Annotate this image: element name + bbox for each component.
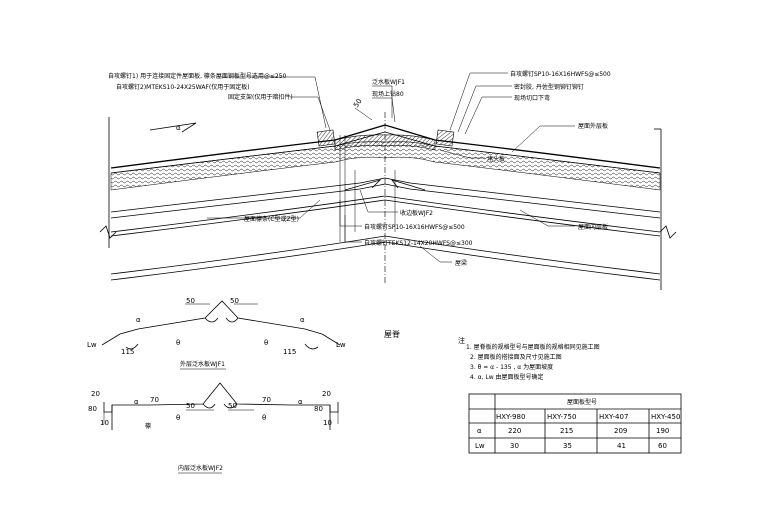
label-field-cut: 现场切口下弯 — [514, 94, 550, 102]
inner-dim-20-left: 20 — [91, 390, 100, 398]
label-screw-top-left-2: 自攻螺钉2)MTEKS10-24X25WAF(仅用于固定板) — [116, 83, 250, 91]
inner-flashing-right — [390, 179, 426, 191]
slope-alpha-label: α — [176, 124, 181, 132]
outer-roof-panel — [110, 124, 661, 169]
break-mark-left — [99, 225, 117, 239]
note-4: 4. α, Lw 由屋面板型号确定 — [470, 373, 544, 381]
table-col-2: HXY-750 — [547, 413, 576, 421]
table-cell: 30 — [510, 442, 519, 450]
notes-block: 注 1. 屋脊板的规格型号与屋面板的规格相同见施工图 2. 屋面板的搭接面及尺寸… — [458, 336, 600, 381]
inner-dim-70-left: 70 — [150, 396, 159, 404]
inner-alpha-right: α — [298, 398, 303, 406]
table-col-4: HXY-450 — [651, 413, 680, 421]
table-row-alpha-label: α — [477, 427, 482, 435]
inner-theta-right: θ — [262, 414, 266, 422]
inner-dim-20-right: 20 — [322, 390, 331, 398]
label-roof-inner-panel: 屋面内层板 — [578, 223, 608, 231]
label-screw-bottom-2: 自攻螺钉TEKS12-14X20HWFS@≤300 — [364, 239, 473, 247]
label-roof-outer-panel: 屋面外层板 — [578, 122, 608, 130]
outer-dim-50-left: 50 — [186, 297, 195, 305]
label-sealant: 密封胶, 丹佐型钢铆钉铆钉 — [514, 83, 584, 91]
notes-lead: 注 — [458, 336, 465, 345]
label-fixed-screw-top: 现场上钻80 — [372, 90, 404, 98]
table-col-1: HXY-980 — [496, 413, 525, 421]
table-cell: 209 — [614, 427, 627, 435]
label-inner-flashing: 收边板WJF2 — [400, 209, 433, 217]
label-ridge-bracket: 固定支架(仅用于暗扣件) — [228, 93, 293, 101]
panel-table: 屋面板型号 HXY-980 HXY-750 HXY-407 HXY-450 α … — [468, 393, 682, 454]
ridge-dim-50: 50 — [352, 97, 364, 109]
outer-dim-115-right: 115 — [283, 348, 296, 356]
slope-arrow — [149, 122, 197, 133]
inner-flashing-caption: 内层泛水板WJF2 — [178, 464, 223, 472]
outer-dim-115-left: 115 — [121, 348, 134, 356]
inner-dim-50-left: 50 — [186, 402, 195, 410]
detail-outer-flashing: 50 50 115 115 Lw Lw α α θ θ 外层泛水板WJF1 — [87, 297, 346, 370]
label-ridge-flashing-outer: 泛水板WJF1 — [372, 78, 405, 86]
note-3: 3. θ = α - 135 , α 为屋面坡度 — [470, 363, 553, 371]
purlin-line — [110, 177, 661, 213]
inner-dim-50-right: 50 — [228, 402, 237, 410]
label-screw-right-top: 自攻螺钉SP10-16X16HWFS@≤500 — [510, 70, 611, 78]
outer-lw-left: Lw — [87, 341, 97, 349]
table-cell: 60 — [658, 442, 667, 450]
outer-theta-left: θ — [176, 339, 180, 347]
inner-dim-10-right: 10 — [323, 419, 332, 427]
inner-dim-70-right: 70 — [262, 396, 271, 404]
ridge-filler — [334, 134, 436, 151]
inner-dim-80-left: 80 — [88, 405, 97, 413]
inner-alpha-left: α — [134, 398, 139, 406]
outer-theta-right: θ — [264, 339, 268, 347]
inner-flashing-left — [344, 179, 382, 191]
table-cell: 190 — [656, 427, 669, 435]
outer-lw-right: Lw — [336, 341, 346, 349]
outer-dim-50-right: 50 — [230, 297, 239, 305]
outer-flashing-profile — [101, 300, 341, 346]
main-section: α 50 自攻螺钉1) 用于连接固定件屋面板, 檩条屋面钢板型号选用@≤250 … — [99, 70, 677, 290]
ridge-title: 屋脊 — [384, 329, 400, 339]
inner-hatch-note: 檩 — [145, 422, 151, 430]
roof-beam — [110, 235, 661, 275]
label-screw-top-left-1: 自攻螺钉1) 用于连接固定件屋面板, 檩条屋面钢板型号选用@≤250 — [108, 72, 287, 80]
inner-roof-panel — [110, 195, 661, 233]
table-row-lw-label: Lw — [475, 442, 485, 450]
label-screw-bottom-1: 自攻螺钉SP10-16X16HWFS@≤500 — [364, 223, 465, 231]
table-cell: 215 — [560, 427, 573, 435]
outer-flashing-caption: 外层泛水板WJF1 — [180, 360, 225, 368]
label-roof-beam: 屋梁 — [455, 259, 467, 267]
outer-alpha-right: α — [300, 316, 305, 324]
table-col-3: HXY-407 — [599, 413, 628, 421]
outer-alpha-left: α — [136, 316, 141, 324]
table-header: 屋面板型号 — [567, 398, 597, 406]
inner-dim-80-right: 80 — [314, 405, 323, 413]
note-1: 1. 屋脊板的规格型号与屋面板的规格相同见施工图 — [466, 343, 600, 351]
insulation-layer — [110, 141, 661, 191]
note-2: 2. 屋面板的搭接面及尺寸见施工图 — [470, 353, 562, 361]
inner-dim-10-left: 10 — [100, 419, 109, 427]
inner-flashing-profile — [103, 382, 339, 413]
label-ridge-cap: 堵头板 — [487, 155, 505, 163]
table-cell: 35 — [563, 442, 572, 450]
table-cell: 41 — [617, 442, 626, 450]
break-mark-right — [659, 225, 677, 239]
label-purlin: 屋面檩条(C型或Z型) — [244, 215, 299, 223]
table-cell: 220 — [508, 427, 521, 435]
inner-theta-left: θ — [176, 414, 180, 422]
detail-inner-flashing: 50 50 70 70 20 80 10 20 80 10 α α θ θ 檩 … — [88, 382, 339, 474]
